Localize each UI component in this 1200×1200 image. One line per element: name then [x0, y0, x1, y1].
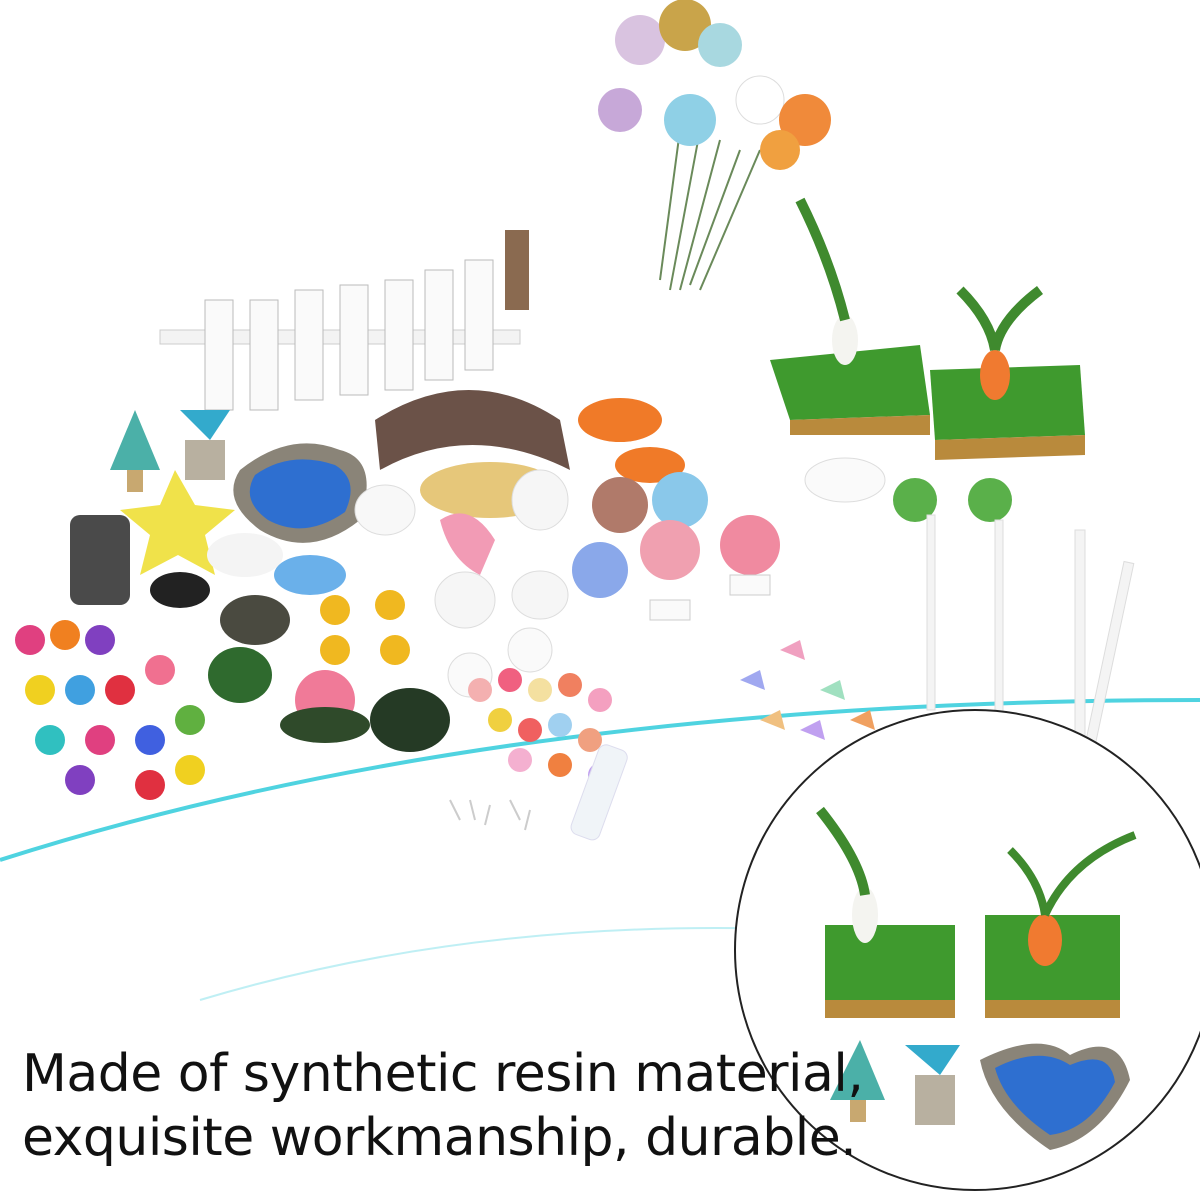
- butterflies: [740, 640, 875, 740]
- caption-line-1: Made of synthetic resin material,: [22, 1044, 864, 1104]
- flamingo: [440, 513, 495, 575]
- bridge: [375, 390, 570, 470]
- lily-pad: [370, 688, 450, 752]
- roses: [468, 668, 612, 787]
- swan: [354, 484, 416, 536]
- fence: [159, 230, 529, 411]
- carrot-plots: [770, 197, 1085, 460]
- flower-bouquet: [598, 0, 831, 291]
- bench: [649, 599, 691, 621]
- tree: [110, 410, 160, 470]
- house: [180, 410, 230, 440]
- turtle: [220, 595, 290, 645]
- glue-stick: [570, 744, 628, 841]
- detail-inset: [734, 709, 1200, 1191]
- lantern: [70, 515, 130, 605]
- star: [120, 470, 235, 575]
- caption-line-2: exquisite workmanship, durable.: [22, 1108, 857, 1168]
- frog: [208, 647, 272, 703]
- bee: [320, 595, 350, 625]
- frog-stake: [893, 478, 937, 522]
- caption: Made of synthetic resin material, exquis…: [22, 1042, 864, 1170]
- cloud: [207, 533, 283, 577]
- fish: [578, 398, 662, 442]
- pins: [449, 799, 531, 831]
- mushrooms: [15, 620, 205, 800]
